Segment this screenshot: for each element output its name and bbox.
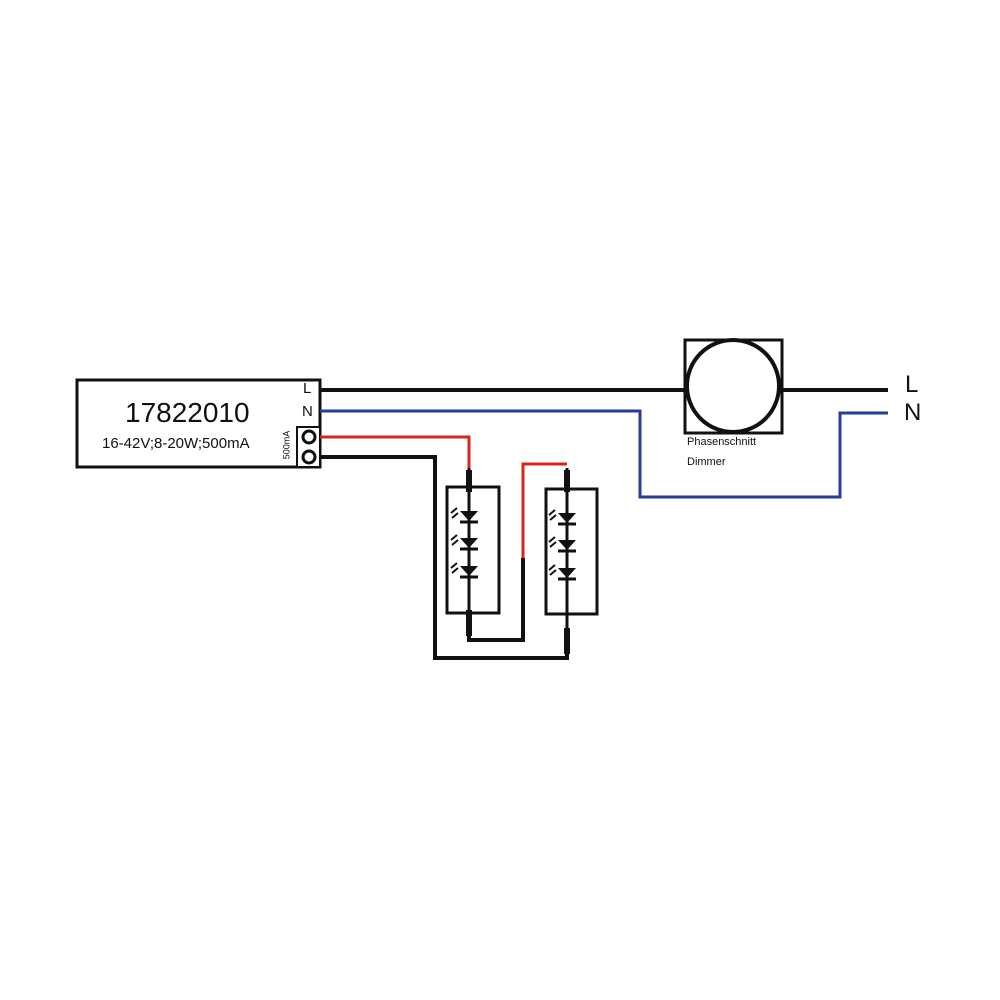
led-module-1 <box>445 468 501 638</box>
mains-n-label: N <box>904 399 922 426</box>
output-current-label: 500mA <box>281 430 292 460</box>
led-diode-icon <box>548 509 576 526</box>
mains-l-label: L <box>905 371 919 398</box>
led-module-2 <box>544 468 599 656</box>
dimmer-label-2: Dimmer <box>687 456 726 468</box>
positive-wire <box>320 435 471 470</box>
terminal-screw-minus <box>301 449 317 465</box>
negative-wire <box>320 455 569 660</box>
dimmer-symbol <box>683 338 784 435</box>
link-wire-red <box>521 462 567 558</box>
led-diode-icon <box>450 507 478 524</box>
led-diode-icon <box>450 534 478 551</box>
neutral-wire <box>320 409 888 499</box>
led-diode-icon <box>548 564 576 581</box>
dimmer-label-1: Phasenschnitt <box>687 436 757 448</box>
driver-spec: 16-42V;8-20W;500mA <box>102 435 250 452</box>
driver-terminal-n: N <box>302 403 313 420</box>
driver-terminal-l: L <box>303 380 312 397</box>
driver-model: 17822010 <box>125 397 250 428</box>
driver-box <box>75 378 322 469</box>
led-diode-icon <box>450 562 478 579</box>
led-diode-icon <box>548 536 576 553</box>
terminal-screw-plus <box>301 429 317 445</box>
